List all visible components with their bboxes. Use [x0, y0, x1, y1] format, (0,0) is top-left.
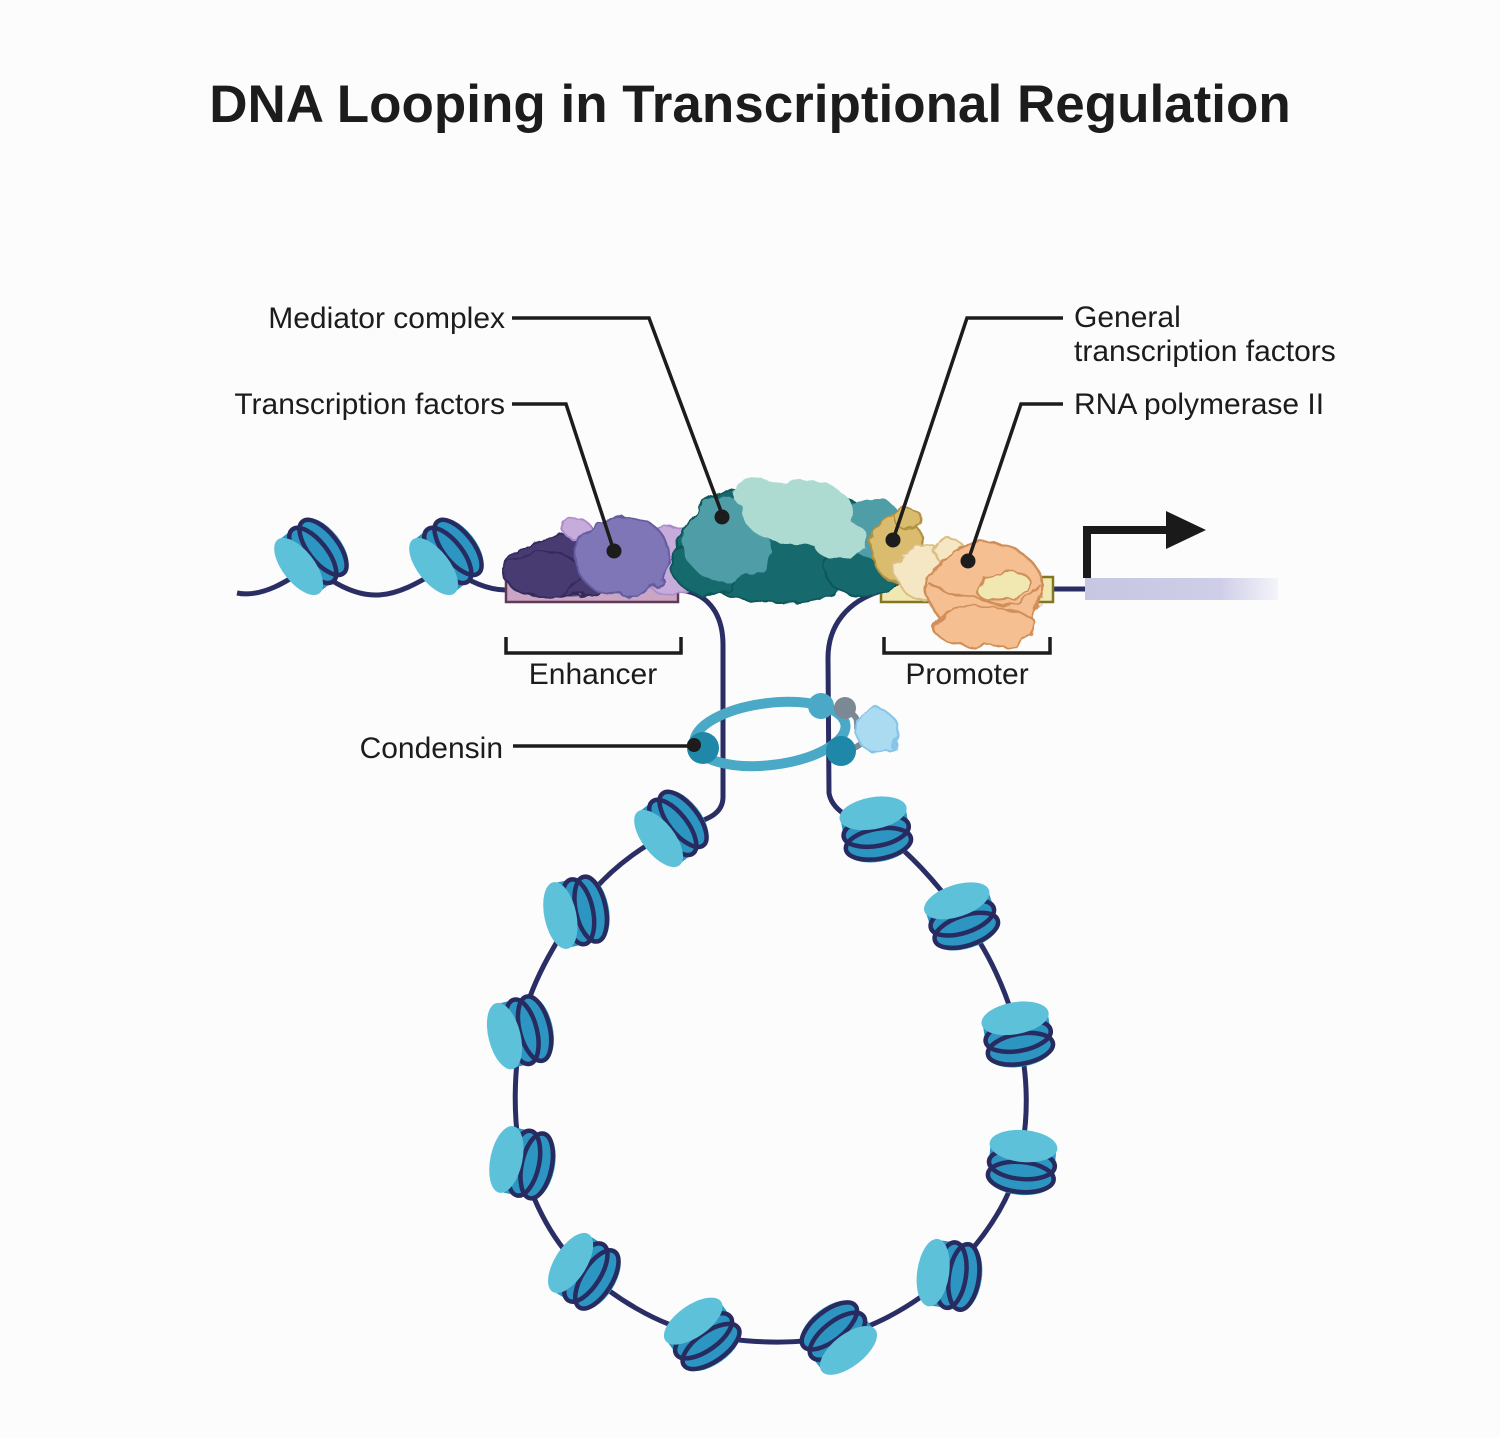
nucleosome [656, 1288, 749, 1380]
promoter-bracket [882, 637, 1052, 655]
nucleosome [538, 872, 616, 952]
mediator-complex-label: Mediator complex [268, 302, 505, 335]
promoter-label: Promoter [905, 658, 1028, 691]
enhancer-label: Enhancer [529, 658, 657, 691]
nucleosome [985, 1127, 1058, 1198]
transcription-factors-label: Transcription factors [234, 388, 505, 421]
nucleosome [400, 510, 493, 604]
mediator-leader-line [512, 316, 730, 525]
nucleosome [625, 782, 718, 876]
nucleosome [913, 1237, 987, 1313]
nucleosome [979, 997, 1057, 1073]
rna-polymerase-protein [925, 541, 1045, 648]
nucleosome [837, 792, 915, 868]
nucleosome [484, 1123, 562, 1203]
dna-loop-nucleosomes [481, 782, 1059, 1384]
gene-body [1085, 575, 1278, 603]
mediator-complex-protein [671, 478, 904, 604]
general-tf-label-line1: General [1074, 301, 1181, 334]
transcription-factors-leader-line [512, 402, 622, 559]
rna-polymerase-leader-line [960, 402, 1063, 569]
transcription-start-arrow-icon [1083, 511, 1206, 578]
nucleosome [919, 875, 1004, 958]
page-title: DNA Looping in Transcriptional Regulatio… [209, 75, 1291, 134]
condensin-leader-line [513, 738, 701, 752]
nucleosome [792, 1291, 886, 1384]
general-tf-leader-line [885, 316, 1063, 548]
general-tf-label-line2: transcription factors [1074, 335, 1336, 368]
nucleosome [539, 1226, 630, 1318]
condensin-label: Condensin [360, 732, 503, 765]
nucleosome [481, 991, 561, 1073]
rna-polymerase-label: RNA polymerase II [1074, 388, 1324, 421]
condensin-complex [687, 693, 899, 772]
enhancer-bracket [504, 637, 683, 655]
